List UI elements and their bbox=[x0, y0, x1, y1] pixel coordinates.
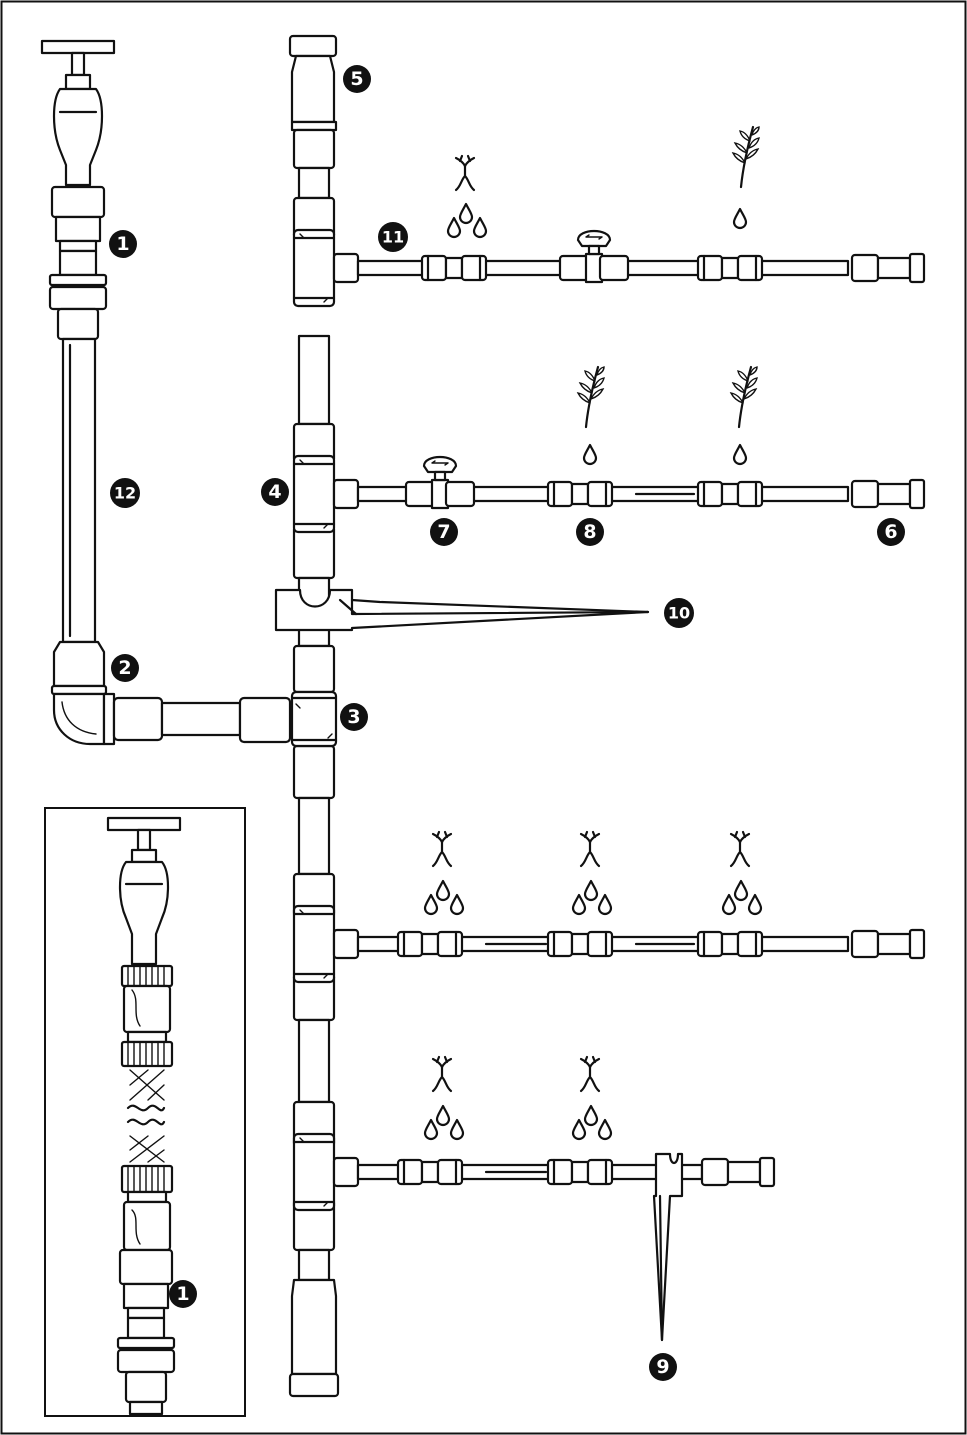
herb-icon bbox=[576, 365, 606, 429]
callout-badge-4: 4 bbox=[261, 478, 289, 506]
callout-badge-12: 12 bbox=[110, 478, 140, 508]
water-drop-icon bbox=[571, 879, 613, 916]
svg-text:1: 1 bbox=[116, 233, 129, 255]
svg-text:5: 5 bbox=[350, 68, 363, 90]
svg-text:4: 4 bbox=[268, 481, 281, 503]
callout-badge-7: 7 bbox=[430, 518, 458, 546]
svg-text:10: 10 bbox=[668, 604, 690, 623]
water-drop-icon bbox=[732, 443, 748, 466]
stake-icon bbox=[652, 1152, 684, 1342]
tee-fitting-main bbox=[290, 690, 338, 748]
valve-icon bbox=[404, 455, 476, 510]
callout-badge-3: 3 bbox=[340, 703, 368, 731]
tee-fitting-2 bbox=[292, 454, 360, 534]
valve-icon bbox=[558, 229, 630, 284]
tee-fitting-1 bbox=[292, 228, 360, 308]
elbow-fitting bbox=[52, 692, 164, 746]
sprout-icon bbox=[431, 830, 453, 868]
herb-icon bbox=[729, 365, 759, 429]
svg-text:11: 11 bbox=[382, 228, 404, 247]
sprout-icon bbox=[579, 1055, 601, 1093]
tee-fitting-3 bbox=[292, 904, 360, 984]
svg-text:6: 6 bbox=[884, 521, 897, 543]
hose-connector bbox=[50, 640, 108, 696]
water-drop-icon bbox=[582, 443, 598, 466]
water-drop-icon bbox=[423, 1104, 465, 1141]
stake-icon bbox=[274, 588, 650, 632]
water-drop-icon bbox=[571, 1104, 613, 1141]
svg-text:9: 9 bbox=[656, 1356, 669, 1378]
callout-badge-5: 5 bbox=[343, 65, 371, 93]
svg-text:2: 2 bbox=[118, 657, 131, 679]
callout-badge-1-inset: 1 bbox=[169, 1280, 197, 1308]
supply-hose bbox=[61, 337, 97, 644]
main-pipe bbox=[288, 34, 340, 1398]
sprout-icon bbox=[579, 830, 601, 868]
water-drop-icon bbox=[732, 207, 748, 230]
inset-panel bbox=[44, 807, 246, 1417]
lateral-line-1 bbox=[356, 252, 926, 284]
tap-adapter bbox=[116, 1248, 176, 1416]
callout-badge-8: 8 bbox=[576, 518, 604, 546]
herb-icon bbox=[731, 125, 761, 189]
svg-text:3: 3 bbox=[347, 706, 360, 728]
sprout-icon bbox=[454, 154, 476, 192]
lateral-line-4 bbox=[356, 1156, 776, 1188]
tap-icon bbox=[106, 816, 182, 966]
lateral-line-3 bbox=[356, 928, 926, 960]
svg-text:1: 1 bbox=[176, 1283, 189, 1305]
water-drop-icon bbox=[423, 879, 465, 916]
svg-text:7: 7 bbox=[437, 521, 450, 543]
lateral-line-2 bbox=[356, 478, 926, 510]
callout-badge-11: 11 bbox=[378, 222, 408, 252]
tap-adapter bbox=[48, 185, 108, 341]
hose-icon bbox=[120, 964, 174, 1252]
svg-text:12: 12 bbox=[114, 484, 136, 503]
water-drop-icon bbox=[721, 879, 763, 916]
callout-badge-10: 10 bbox=[664, 598, 694, 628]
sprout-icon bbox=[431, 1055, 453, 1093]
callout-badge-9: 9 bbox=[649, 1353, 677, 1381]
callout-badge-2: 2 bbox=[111, 654, 139, 682]
water-drop-icon bbox=[446, 202, 488, 239]
tee-fitting-4 bbox=[292, 1132, 360, 1212]
sprout-icon bbox=[729, 830, 751, 868]
callout-badge-6: 6 bbox=[877, 518, 905, 546]
tap-icon bbox=[40, 39, 116, 187]
callout-badge-1: 1 bbox=[109, 230, 137, 258]
svg-text:8: 8 bbox=[583, 521, 596, 543]
feed-pipe bbox=[160, 696, 292, 744]
